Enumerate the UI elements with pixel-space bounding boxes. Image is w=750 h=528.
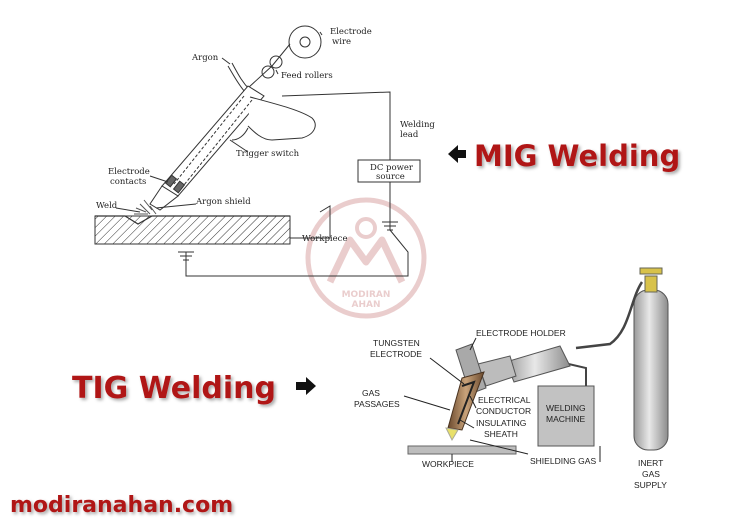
- label-inert-2: GAS: [642, 469, 660, 479]
- label-shielding-gas: SHIELDING GAS: [530, 456, 596, 466]
- mig-title: MIG Welding: [474, 139, 680, 173]
- label-inert-1: INERT: [638, 458, 663, 468]
- label-inert-3: SUPPLY: [634, 480, 667, 490]
- mig-labels: Electrode wire Argon Feed rollers Weldin…: [96, 27, 435, 244]
- cylinder-valve: [644, 275, 658, 293]
- watermark-line1: MODIRAN: [342, 290, 391, 300]
- label-insulating-1: INSULATING: [476, 418, 526, 428]
- label-argon: Argon: [191, 53, 219, 63]
- label-electrode-wire-1: Electrode: [330, 27, 372, 37]
- watermark-line2: AHAN: [352, 300, 381, 310]
- dc-power-box: [357, 159, 421, 183]
- welding-machine-box: [537, 385, 595, 447]
- wire-spool: [288, 25, 322, 59]
- watermark-logo: MODIRAN AHAN: [305, 197, 427, 319]
- mig-title-group: MIG Welding: [448, 139, 680, 173]
- gas-cylinder: [633, 289, 669, 451]
- label-electrode-contacts-1: Electrode: [108, 167, 150, 177]
- tig-diagram: [403, 267, 669, 462]
- label-weld: Weld: [96, 201, 118, 211]
- label-gas-passages-1: GAS: [362, 388, 380, 398]
- label-feed-rollers: Feed rollers: [281, 71, 333, 81]
- feed-roller-2: [269, 55, 283, 69]
- label-welding-machine-1: WELDING: [546, 403, 586, 413]
- label-workpiece: Workpiece: [302, 234, 347, 244]
- left-arrow-icon: [448, 145, 466, 163]
- mig-diagram: [94, 25, 421, 277]
- tig-labels: TUNGSTEN ELECTRODE ELECTRODE HOLDER GAS …: [354, 328, 667, 490]
- right-arrow-icon: [296, 377, 316, 395]
- welding-lead-line: [281, 91, 391, 160]
- tig-workpiece: [407, 445, 517, 455]
- label-welding-machine-2: MACHINE: [546, 414, 586, 424]
- site-url: modiranahan.com: [10, 493, 233, 518]
- label-dc-power-2: source: [376, 172, 405, 182]
- label-insulating-2: SHEATH: [484, 429, 518, 439]
- mig-workpiece: [94, 215, 291, 245]
- tig-title: TIG Welding: [72, 371, 276, 406]
- mig-gun-handle: [247, 96, 316, 141]
- label-electrode-wire-2: wire: [332, 37, 351, 47]
- label-electrode-holder: ELECTRODE HOLDER: [476, 328, 566, 338]
- label-trigger-switch: Trigger switch: [236, 149, 300, 159]
- label-dc-power-1: DC power: [370, 163, 414, 173]
- label-gas-passages-2: PASSAGES: [354, 399, 400, 409]
- label-electrical-2: CONDUCTOR: [476, 406, 531, 416]
- label-workpiece-tig: WORKPIECE: [422, 459, 474, 469]
- label-tungsten-1: TUNGSTEN: [373, 338, 420, 348]
- label-electrical-1: ELECTRICAL: [478, 395, 531, 405]
- label-welding-lead-2: lead: [400, 130, 419, 140]
- feed-roller-1: [261, 65, 275, 79]
- label-electrode-contacts-2: contacts: [110, 177, 146, 187]
- tig-title-group: TIG Welding: [72, 371, 316, 406]
- label-argon-shield: Argon shield: [195, 197, 251, 207]
- label-welding-lead-1: Welding: [400, 120, 435, 130]
- label-tungsten-2: ELECTRODE: [370, 349, 422, 359]
